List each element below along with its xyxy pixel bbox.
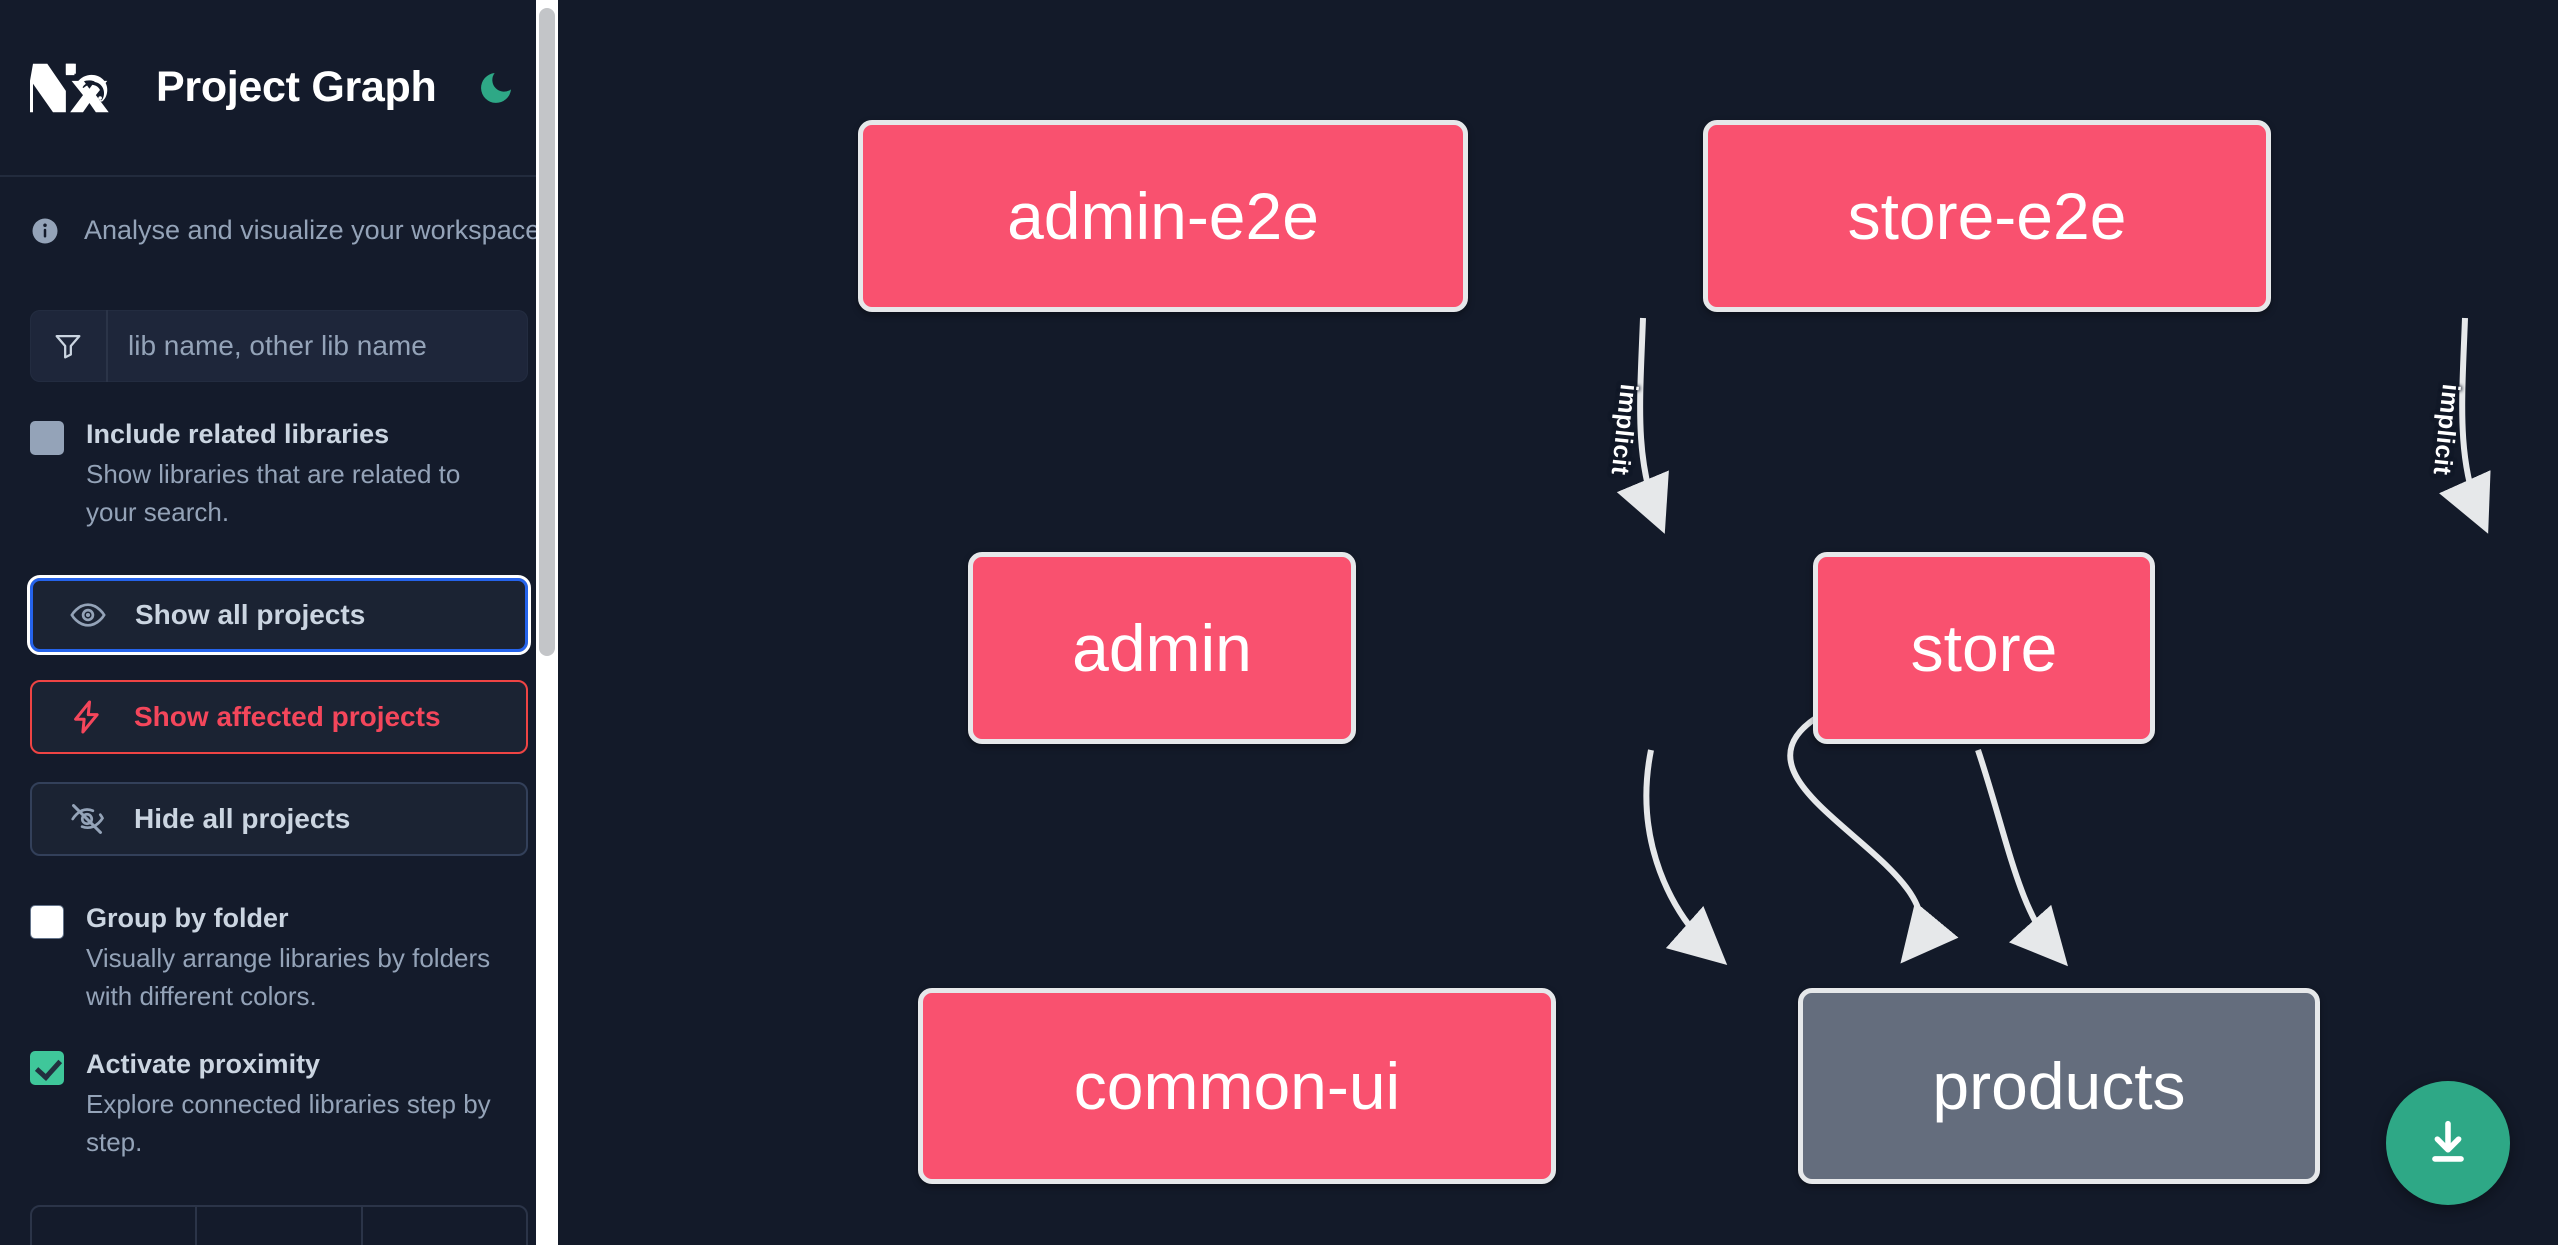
graph-node-products[interactable]: products bbox=[1798, 988, 2320, 1184]
eye-off-icon bbox=[66, 798, 108, 840]
edge-admin-e2e-to-admin bbox=[1616, 317, 1669, 534]
checkbox-box[interactable] bbox=[30, 904, 64, 939]
workspace-info-text: Analyse and visualize your workspace. bbox=[84, 215, 548, 245]
sidebar-scrollbar-track[interactable] bbox=[536, 0, 558, 1245]
edge-store-e2e-to-store bbox=[2439, 317, 2491, 534]
page-title: Project Graph bbox=[156, 63, 437, 111]
show-affected-projects-button[interactable]: Show affected projects bbox=[30, 679, 528, 754]
filter-field[interactable] bbox=[30, 310, 528, 382]
workspace-info: Analyse and visualize your workspace. bbox=[30, 177, 548, 258]
checkbox-box[interactable] bbox=[30, 1050, 64, 1085]
sidebar-body: Analyse and visualize your workspace. In… bbox=[0, 177, 558, 1245]
edge-admin-to-common-ui bbox=[1643, 749, 1728, 965]
sidebar: Project Graph Analyse and visualize your… bbox=[0, 0, 558, 1245]
graph-node-common-ui[interactable]: common-ui bbox=[918, 988, 1556, 1184]
show-affected-projects-label: Show affected projects bbox=[134, 700, 441, 732]
sidebar-scrollbar-thumb[interactable] bbox=[539, 8, 555, 656]
checkbox-description: Show libraries that are related to your … bbox=[86, 459, 461, 528]
graph-node-store-e2e[interactable]: store-e2e bbox=[1703, 120, 2271, 312]
checkbox-description: Explore connected libraries step by step… bbox=[86, 1089, 491, 1157]
proximity-step-decrease[interactable] bbox=[32, 1207, 198, 1245]
graph-node-admin-e2e[interactable]: admin-e2e bbox=[858, 120, 1468, 312]
proximity-step-controls[interactable] bbox=[30, 1205, 528, 1245]
search-input[interactable] bbox=[108, 310, 528, 382]
download-button[interactable] bbox=[2386, 1081, 2510, 1205]
nx-logo bbox=[24, 58, 116, 118]
moon-icon[interactable] bbox=[474, 66, 518, 110]
checkbox-description: Visually arrange libraries by folders wi… bbox=[86, 943, 491, 1011]
show-all-projects-label: Show all projects bbox=[135, 598, 366, 630]
graph-node-store[interactable]: store bbox=[1813, 552, 2155, 744]
show-all-projects-button[interactable]: Show all projects bbox=[27, 574, 531, 655]
checkbox-label: Activate proximity bbox=[86, 1048, 321, 1079]
checkbox-activate-proximity[interactable]: Activate proximity Explore connected lib… bbox=[30, 1046, 528, 1162]
funnel-icon bbox=[30, 310, 108, 382]
checkbox-label: Group by folder bbox=[86, 902, 289, 933]
proximity-step-value[interactable] bbox=[197, 1207, 363, 1245]
lightning-bolt-icon bbox=[66, 696, 108, 738]
graph-node-admin[interactable]: admin bbox=[968, 552, 1356, 744]
proximity-step-increase[interactable] bbox=[363, 1207, 526, 1245]
checkbox-box[interactable] bbox=[30, 421, 64, 455]
hide-all-projects-button[interactable]: Hide all projects bbox=[30, 781, 528, 856]
graph-edges bbox=[1616, 317, 2491, 967]
sidebar-header: Project Graph bbox=[0, 0, 558, 177]
checkbox-label: Include related libraries bbox=[86, 419, 390, 449]
graph-canvas[interactable]: admin-e2e store-e2e admin store common-u… bbox=[558, 0, 2558, 1245]
info-circle-icon bbox=[30, 216, 60, 246]
download-icon bbox=[2432, 1120, 2464, 1162]
eye-icon bbox=[67, 594, 109, 636]
edge-store-to-common-ui bbox=[1787, 715, 1959, 964]
checkbox-group-by-folder[interactable]: Group by folder Visually arrange librari… bbox=[30, 900, 528, 1016]
checkbox-include-related-libraries[interactable]: Include related libraries Show libraries… bbox=[30, 416, 528, 532]
edge-store-to-products bbox=[1975, 749, 2068, 967]
hide-all-projects-label: Hide all projects bbox=[134, 802, 351, 834]
